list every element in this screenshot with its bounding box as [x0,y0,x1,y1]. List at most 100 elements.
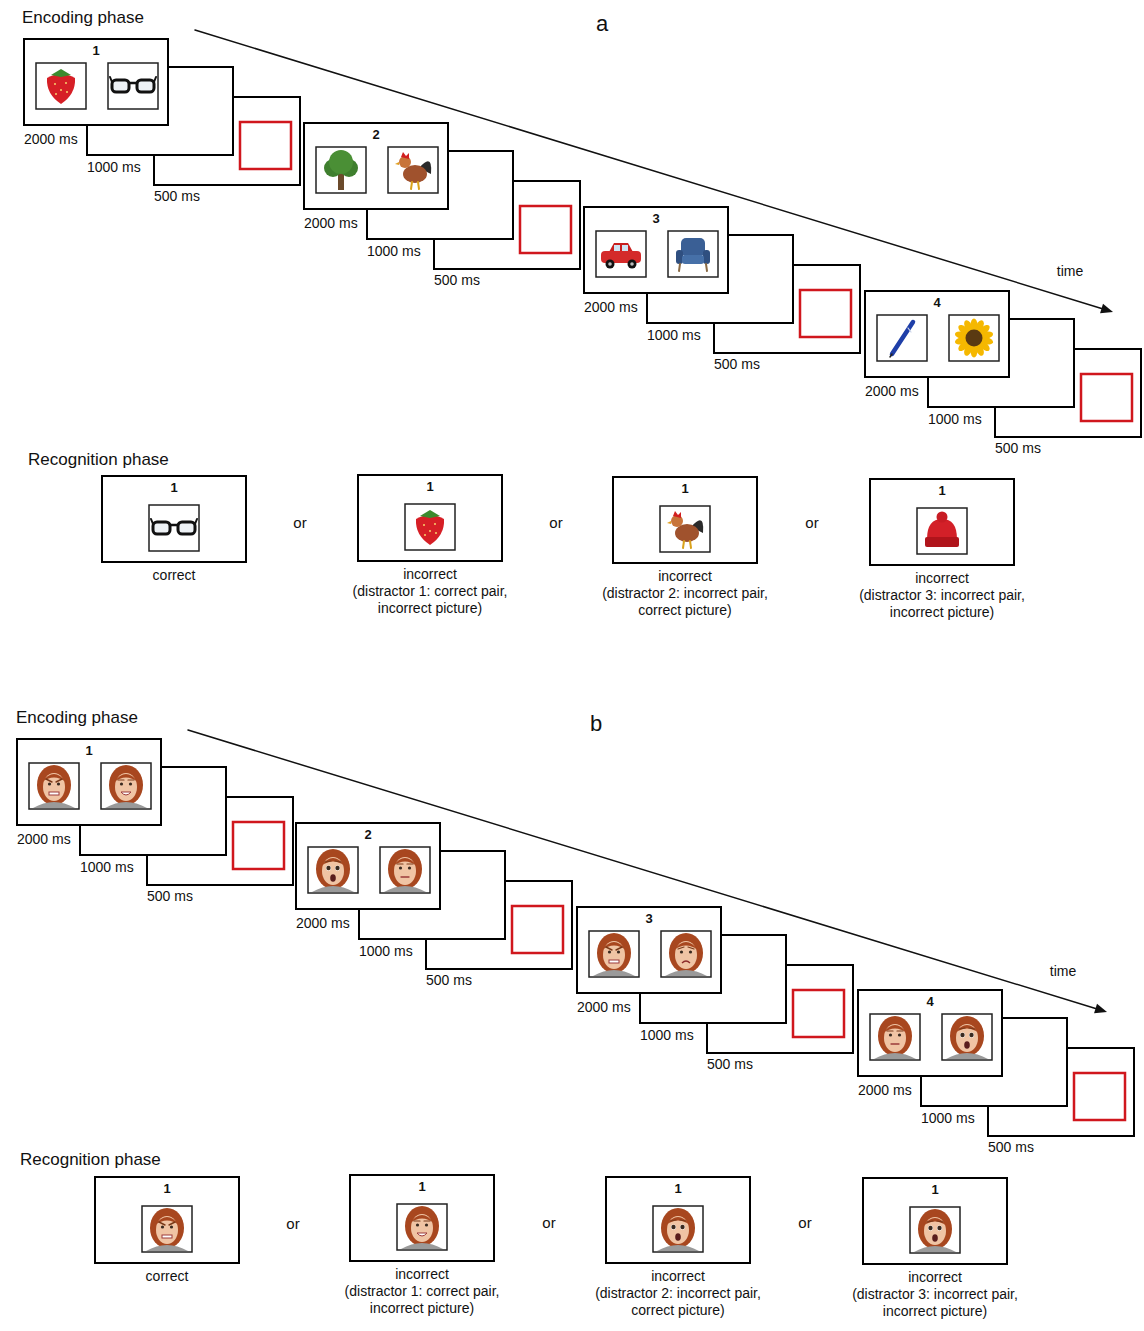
face-photo [682,961,690,963]
duration-label: 2000 ms [865,383,919,400]
or-label: or [549,514,562,532]
answer-label: incorrect [583,1268,773,1285]
screen-number: 3 [578,911,720,926]
distractor-note: (distractor 1: correct pair, incorrect p… [335,583,525,617]
screen-number: 3 [585,211,727,226]
chair-picture [706,264,707,271]
distractor-note: (distractor 2: incorrect pair, correct p… [590,585,780,619]
face-photo [956,1024,978,1052]
duration-label: 2000 ms [17,831,71,848]
duration-label: 2000 ms [304,215,358,232]
strawberry-picture [420,510,440,518]
face-photo [665,970,707,976]
screen-ground [583,206,729,294]
face-photo [401,1243,443,1249]
tree-picture [324,150,358,190]
answer-label: correct [72,1268,262,1285]
duration-label: 1000 ms [359,943,413,960]
glasses-picture [154,77,156,82]
face-photo [674,942,698,950]
tree-picture [329,150,353,174]
face-photo [393,858,417,866]
face-photo [593,933,635,976]
face-photo [603,941,625,969]
face-photo [969,1032,974,1037]
rooster-picture [690,541,691,548]
face-photo [675,941,697,969]
screen-ground [857,989,1003,1077]
face-photo [688,947,694,949]
face-photo [146,1245,188,1251]
cue-screen [1074,1073,1125,1120]
face-photo [384,886,426,892]
chair-picture [679,264,680,271]
chair-picture [703,250,710,264]
face-photo [121,792,131,795]
picture-frame [108,63,158,109]
face-photo [417,1233,427,1236]
face-photo [414,1220,420,1221]
face-photo [33,802,75,808]
duration-label: 1000 ms [640,1027,694,1044]
face-photo [42,774,66,782]
face-photo [401,876,409,877]
car-picture [630,262,634,266]
stimulus-screen: 4 [864,290,1010,378]
face-photo [918,1209,952,1249]
answer-label: incorrect [327,1266,517,1283]
duration-label: 1000 ms [928,411,982,428]
face-photo [609,960,619,963]
glasses-picture [151,519,197,534]
duration-label: 500 ms [434,272,480,289]
face-photo [616,947,622,950]
duration-label: 1000 ms [87,159,141,176]
face-photo [384,849,426,892]
picture-frame [661,931,711,977]
pen-picture [890,322,913,357]
face-photo [407,863,413,864]
face-photo [150,1208,184,1248]
screen-ground [94,1176,240,1264]
screen-ground [605,1176,751,1264]
face-photo [950,1016,984,1056]
axis-label: time [1050,963,1076,980]
screen-ground [576,906,722,994]
picture-frame [668,231,718,277]
duration-label: 2000 ms [858,1082,912,1099]
face-photo [617,950,620,953]
glasses-picture [170,524,178,527]
glasses-picture [153,522,170,534]
face-photo [937,1225,942,1230]
time-arrow [1094,1004,1107,1014]
face-photo [405,1206,439,1246]
face-photo [411,1214,433,1242]
face-photo [316,849,350,889]
car-picture [601,243,641,269]
face-photo [680,1220,686,1221]
face-photo [169,1222,175,1225]
sunflower-picture [954,319,994,358]
screen-number: 1 [614,481,756,496]
stimulus-screen: 4 [857,989,1003,1077]
chair-picture [681,238,705,256]
screen-ground [612,476,758,564]
glasses-picture [112,80,129,92]
axis-label: time [1057,263,1083,280]
or-label: or [798,1214,811,1232]
picture-frame [949,315,999,361]
face-photo [661,1208,695,1248]
face-photo [964,1041,970,1049]
picture-frame [942,1014,992,1060]
cue-screen [793,990,844,1037]
panel-letter: a [596,11,608,37]
face-photo [388,849,422,889]
face-photo [969,1028,975,1029]
picture-frame [380,847,430,893]
rooster-picture [667,511,703,548]
face-photo [322,857,344,885]
face-photo [678,947,684,949]
picture-frame [653,1206,703,1252]
face-photo [408,866,411,869]
face-photo [671,1224,676,1229]
screen-ground [349,1174,495,1262]
